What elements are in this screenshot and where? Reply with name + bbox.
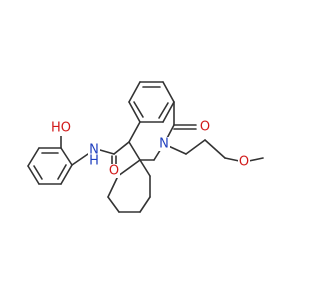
bond (60, 164, 73, 185)
bond (99, 149, 115, 155)
bond (107, 196, 120, 213)
bond (162, 101, 175, 123)
bond (27, 147, 40, 167)
ring-carbonyl-oxygen-label: O (200, 120, 210, 135)
methoxy-oxygen-label: O (239, 155, 249, 170)
bond (128, 121, 141, 143)
bond (117, 159, 141, 177)
hydroxyl-oxygen-label: HO (51, 121, 71, 136)
label-background (158, 137, 170, 151)
amide-nitrogen-hydrogen-label: H (89, 154, 99, 169)
bond (204, 139, 226, 159)
label-background (108, 164, 120, 178)
bond (71, 153, 89, 166)
bond (185, 139, 206, 155)
label-background (238, 155, 250, 169)
bond-aromatic (158, 102, 169, 119)
bond (60, 147, 73, 166)
bond (128, 81, 141, 103)
bond-lines (27, 81, 264, 213)
bond-aromatic (33, 165, 43, 180)
bond (128, 141, 141, 161)
bond (113, 141, 130, 155)
bond (107, 175, 119, 198)
bond-aromatic (57, 164, 67, 180)
amide-nitrogen-label: N (89, 143, 99, 158)
molecule-structure-diagram: HO N H N O O O (27, 81, 264, 213)
label-background (88, 143, 100, 157)
atom-labels: HO N H N O O O (51, 120, 250, 179)
bond (27, 165, 40, 185)
label-background (53, 122, 70, 136)
bond (139, 196, 151, 213)
amide-carbonyl-oxygen-label: O (109, 164, 119, 179)
bond-aromatic (133, 101, 144, 118)
ring-nitrogen-label: N (159, 137, 169, 152)
label-background (199, 120, 211, 134)
bond (162, 81, 175, 103)
bond (128, 101, 141, 123)
bond (139, 159, 151, 177)
